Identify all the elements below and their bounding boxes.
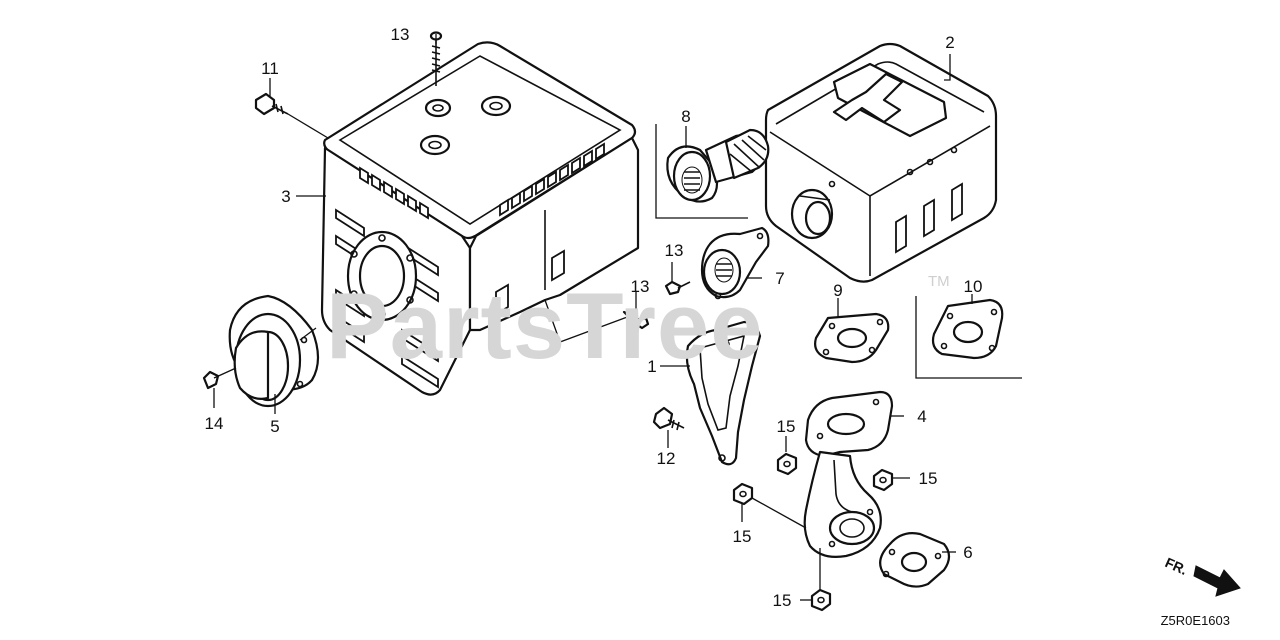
watermark: PartsTree: [326, 273, 764, 378]
callout-6: 6: [963, 543, 972, 562]
callout-13-mid: 13: [665, 241, 684, 260]
callout-3: 3: [281, 187, 290, 206]
callout-10: 10: [964, 277, 983, 296]
callout-12: 12: [657, 449, 676, 468]
group-bracket-13: [544, 299, 631, 343]
nut-15-b: [872, 468, 894, 492]
group-bracket-8: [655, 124, 748, 219]
front-direction-indicator: FR.: [1163, 554, 1241, 597]
exhaust-joint-part: [803, 390, 894, 558]
callout-9: 9: [833, 281, 842, 300]
callout-5: 5: [270, 417, 279, 436]
gasket-part-6: [879, 532, 951, 588]
leader-lines: [213, 34, 973, 601]
callout-15-b: 15: [919, 469, 938, 488]
muffler-body-part: [764, 42, 998, 283]
gasket-part-9: [814, 312, 890, 364]
muffler-end-cap-part: [228, 294, 320, 408]
spark-arrester-part: [666, 128, 770, 203]
bolt-12: [652, 406, 685, 431]
muffler-bracket-part: [685, 320, 762, 466]
callout-15-a: 15: [777, 417, 796, 436]
callout-13-right: 13: [631, 277, 650, 296]
trademark: TM: [928, 273, 950, 290]
bolt-11: [254, 92, 289, 116]
exhaust-heat-guard-part: [700, 226, 770, 300]
bolt-14: [202, 370, 220, 390]
callout-1: 1: [647, 357, 656, 376]
callout-7: 7: [775, 269, 784, 288]
nut-15-d: [810, 588, 832, 612]
callout-2: 2: [945, 33, 954, 52]
gasket-part-10: [931, 298, 1004, 360]
callout-8: 8: [681, 107, 690, 126]
callout-11: 11: [261, 59, 279, 78]
front-direction-arrow-icon: [1193, 565, 1241, 597]
group-bracket-9-10: [915, 296, 1022, 379]
callout-14: 14: [205, 414, 224, 433]
drawing-code: Z5R0E1603: [1161, 613, 1230, 628]
callout-13-top: 13: [391, 25, 410, 44]
front-direction-label: FR.: [1163, 554, 1190, 578]
callout-15-c: 15: [733, 527, 752, 546]
nut-15-a: [776, 452, 798, 476]
callout-15-d: 15: [773, 591, 792, 610]
nut-15-c: [732, 482, 754, 506]
muffler-protector-part: [320, 41, 640, 396]
bolt-13-mid: [664, 280, 691, 296]
callout-4: 4: [917, 407, 926, 426]
